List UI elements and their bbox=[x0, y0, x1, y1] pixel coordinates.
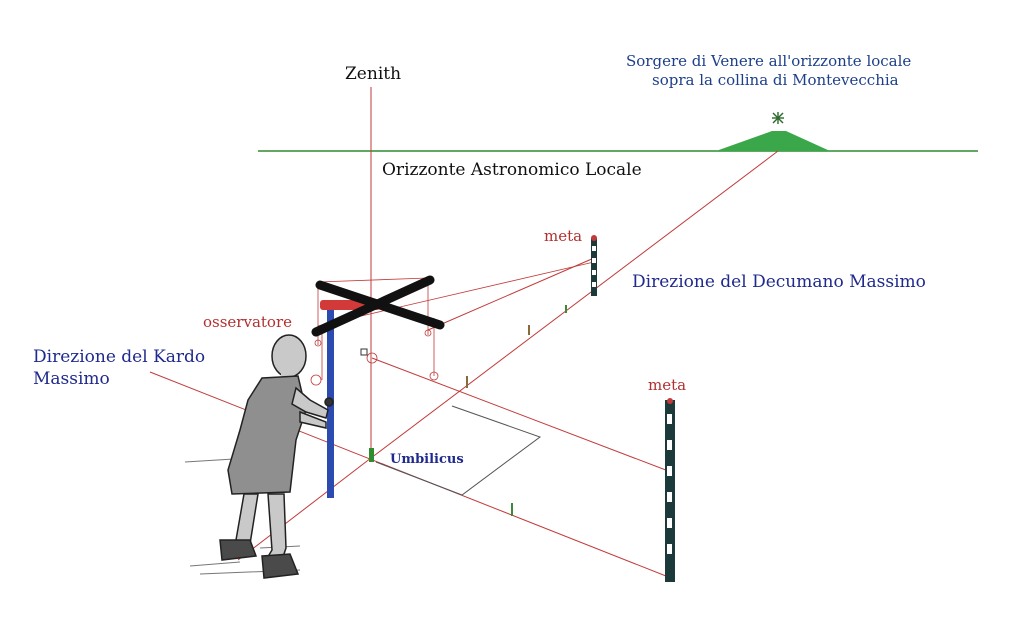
groma-cross-arm-2 bbox=[311, 275, 435, 337]
meta-top-pole bbox=[591, 235, 597, 296]
zenith-label: Zenith bbox=[345, 64, 402, 84]
decumano-back-line bbox=[237, 457, 372, 561]
observer-figure bbox=[184, 334, 334, 579]
venus-rise-label-line2: sopra la collina di Montevecchia bbox=[652, 71, 899, 89]
decumano-label: Direzione del Decumano Massimo bbox=[632, 272, 926, 292]
sight-line-lower bbox=[371, 357, 672, 473]
ground-grid bbox=[375, 405, 542, 496]
horizon-label: Orizzonte Astronomico Locale bbox=[382, 160, 642, 180]
meta-bottom-pole bbox=[665, 398, 675, 582]
umbilicus-marker bbox=[369, 448, 374, 462]
observer-label: osservatore bbox=[203, 313, 292, 331]
sight-line-upper bbox=[427, 257, 595, 331]
kardo-label-line2: Massimo bbox=[33, 369, 110, 389]
kardo-label-line1: Direzione del Kardo bbox=[33, 347, 206, 367]
meta-bottom-label: meta bbox=[648, 376, 687, 394]
center-square bbox=[360, 348, 368, 356]
venus-rise-label-line1: Sorgere di Venere all'orizzonte locale bbox=[626, 52, 912, 70]
umbilicus-label: Umbilicus bbox=[390, 452, 464, 467]
decumano-line bbox=[370, 150, 779, 459]
venus-star-icon bbox=[772, 112, 784, 124]
meta-top-label: meta bbox=[544, 227, 583, 245]
sight-line-side bbox=[317, 261, 595, 327]
montevecchia-hill bbox=[716, 131, 830, 151]
